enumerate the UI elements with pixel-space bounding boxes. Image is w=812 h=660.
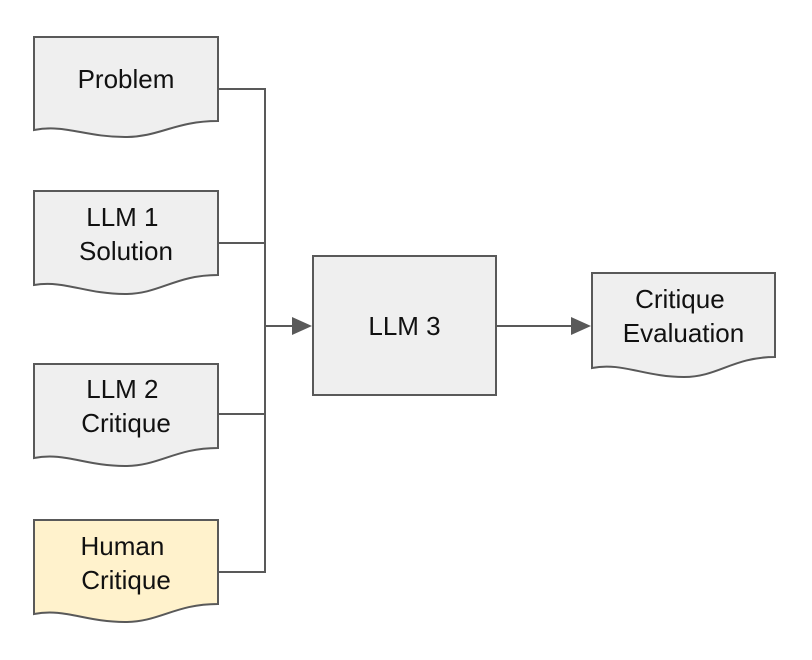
processor-llm3: LLM 3 — [312, 255, 497, 396]
document-shape-llm1-solution — [33, 190, 219, 296]
problem-label: Problem — [78, 64, 175, 94]
llm1-solution-label-line-1: LLM 1 — [86, 202, 158, 232]
llm2-critique-label-line-1: LLM 2 — [86, 374, 158, 404]
critique-evaluation-label-line-1: Critique — [635, 284, 725, 314]
document-shape-llm2-critique — [33, 363, 219, 468]
input-document-llm1-solution: LLM 1 Solution — [33, 190, 219, 296]
arrowhead-to-output — [571, 317, 591, 335]
input-document-problem: Problem — [33, 36, 219, 139]
human-critique-label-line-2: Critique — [81, 565, 171, 595]
critique-evaluation-label: Critique Evaluation — [623, 284, 744, 348]
processor-box — [312, 255, 497, 396]
output-document-critique-evaluation: Critique Evaluation — [591, 272, 776, 379]
llm3-label-line-1: LLM 3 — [368, 311, 440, 341]
input-document-llm2-critique: LLM 2 Critique — [33, 363, 219, 468]
document-shape-critique-evaluation — [591, 272, 776, 379]
document-shape-problem — [33, 36, 219, 139]
arrowhead-to-llm3 — [292, 317, 312, 335]
document-shape-human-critique — [33, 519, 219, 624]
llm2-critique-label: LLM 2 Critique — [81, 374, 171, 438]
llm1-solution-label: LLM 1 Solution — [79, 202, 173, 266]
llm3-label: LLM 3 — [368, 311, 440, 341]
human-critique-label: Human Critique — [80, 531, 171, 595]
llm2-critique-label-line-2: Critique — [81, 408, 171, 438]
problem-label-line-1: Problem — [78, 64, 175, 94]
input-connectors — [218, 88, 312, 573]
human-critique-label-line-1: Human — [80, 531, 164, 561]
llm1-solution-label-line-2: Solution — [79, 236, 173, 266]
critique-evaluation-label-line-2: Evaluation — [623, 318, 744, 348]
output-connector — [497, 317, 591, 335]
input-document-human-critique: Human Critique — [33, 519, 219, 624]
